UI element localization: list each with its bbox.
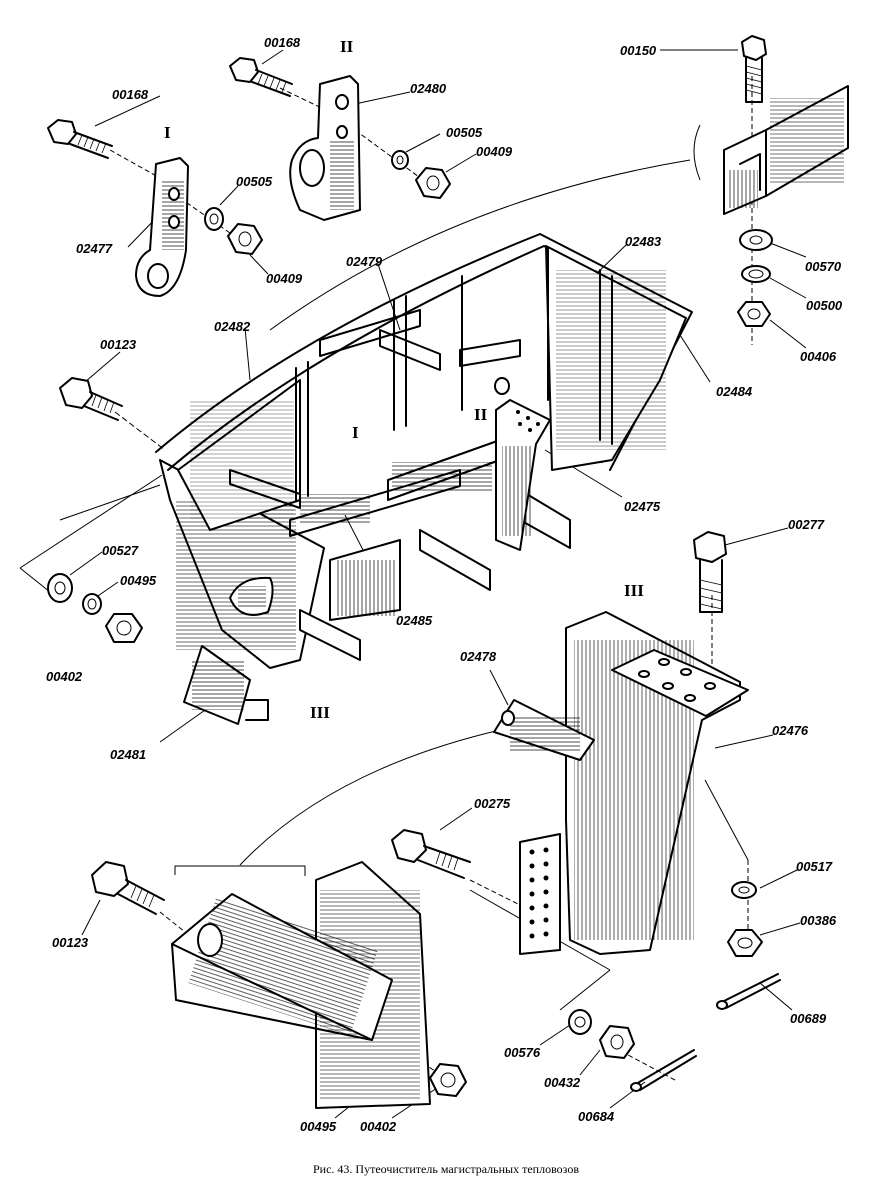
part-label: 00123 <box>52 935 89 950</box>
part-label: 00500 <box>806 298 843 313</box>
bottom-gusset-detail <box>171 861 431 1109</box>
angle-clip-top-right <box>723 85 849 215</box>
pillar-02476 <box>519 611 749 955</box>
bracket-02477 <box>135 157 189 297</box>
part-label: 00527 <box>102 543 139 558</box>
part-label: 02484 <box>716 384 753 399</box>
bolt-00123-left <box>59 377 123 421</box>
part-label: 00406 <box>800 349 837 364</box>
bolt-00277 <box>693 531 727 613</box>
section-mark-i-inner: I <box>352 423 359 442</box>
part-label: 00277 <box>788 517 825 532</box>
part-label: 02477 <box>76 241 113 256</box>
part-label: 00517 <box>796 859 833 874</box>
section-mark-ii-inner: II <box>474 405 488 424</box>
part-label: 00123 <box>100 337 137 352</box>
cotter-pins <box>630 973 781 1092</box>
part-label: 00275 <box>474 796 511 811</box>
section-mark-i-top: I <box>164 123 171 142</box>
part-label: 00402 <box>360 1119 397 1134</box>
part-label: 02481 <box>110 747 147 762</box>
part-label: 00150 <box>620 43 657 58</box>
part-label: 00505 <box>446 125 483 140</box>
bolt-00168-top <box>229 57 293 97</box>
part-label: 02480 <box>410 81 447 96</box>
bolt-00275 <box>391 829 471 879</box>
part-label: 02479 <box>346 254 383 269</box>
part-label: 02482 <box>214 319 251 334</box>
part-label: 02475 <box>624 499 661 514</box>
part-label: 02476 <box>772 723 809 738</box>
part-label: 00168 <box>112 87 149 102</box>
part-label: 00689 <box>790 1011 827 1026</box>
part-label: 00505 <box>236 174 273 189</box>
leader-lines <box>69 49 807 1119</box>
part-label: 00409 <box>266 271 303 286</box>
nuts <box>105 167 771 1097</box>
bracket-02480 <box>289 75 361 221</box>
part-label: 02478 <box>460 649 497 664</box>
main-frame-02475 <box>155 233 693 725</box>
bolt-00123-bottom <box>91 861 165 915</box>
part-label: 00432 <box>544 1075 581 1090</box>
part-label: 00386 <box>800 913 837 928</box>
part-label: 00684 <box>578 1109 615 1124</box>
part-label: 00168 <box>264 35 301 50</box>
section-mark-ii-top: II <box>340 37 354 56</box>
part-label: 00495 <box>120 573 157 588</box>
bolt-00150 <box>741 35 767 103</box>
part-label: 00409 <box>476 144 513 159</box>
part-label: 00495 <box>300 1119 337 1134</box>
gusset-02478 <box>493 699 595 761</box>
part-label: 00570 <box>805 259 842 274</box>
section-mark-iii-bottom: III <box>310 703 330 722</box>
part-label: 02483 <box>625 234 662 249</box>
figure-caption: Рис. 43. Путеочиститель магистральных те… <box>312 1162 579 1176</box>
part-label: 02485 <box>396 613 433 628</box>
part-label: 00402 <box>46 669 83 684</box>
section-mark-iii-right: III <box>624 581 644 600</box>
bolt-00168-left <box>47 119 113 159</box>
part-label: 00576 <box>504 1045 541 1060</box>
